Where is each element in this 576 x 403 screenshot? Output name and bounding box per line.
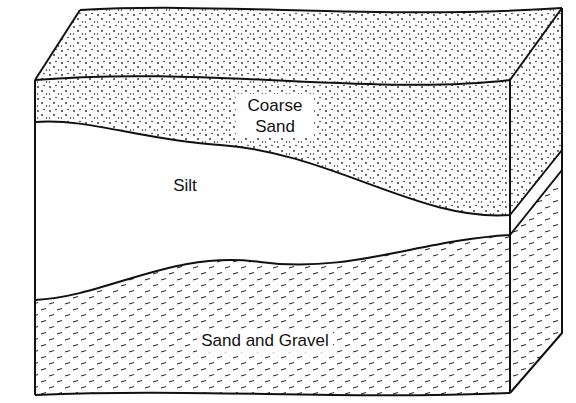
sand-gravel-layer: Sand and Gravel — [197, 329, 333, 352]
silt-layer: Silt — [169, 174, 201, 197]
coarse-sand-layer: Coarse Sand — [236, 94, 314, 138]
layer-label: Silt — [169, 174, 201, 197]
layer-label: Sand and Gravel — [197, 329, 333, 352]
layer-label: Coarse Sand — [236, 94, 314, 138]
